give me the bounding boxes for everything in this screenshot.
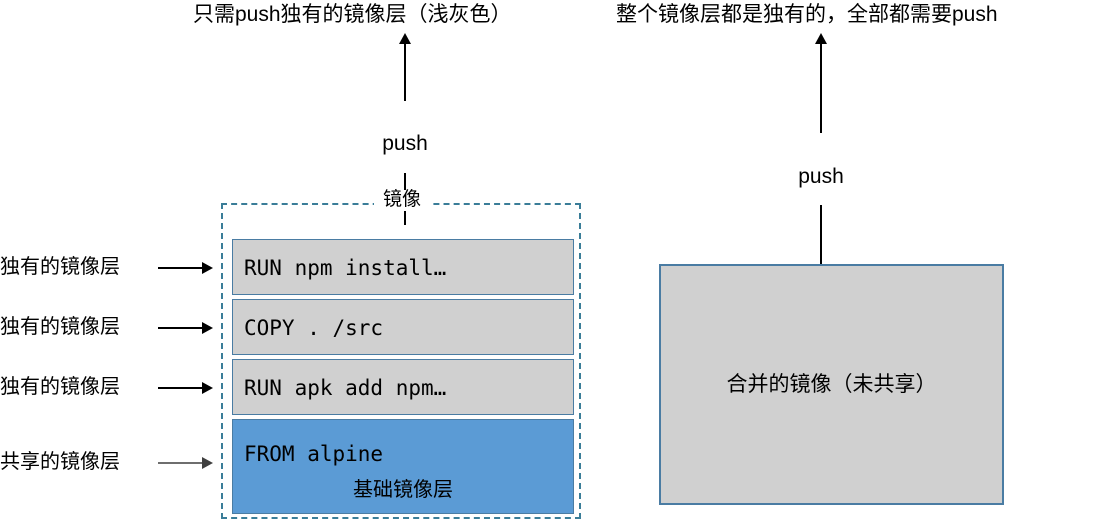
- arrow-head-icon: [202, 262, 213, 274]
- arrow-head-icon: [202, 457, 213, 469]
- arrow-head-icon: [399, 33, 411, 44]
- layer-command-text: COPY . /src: [244, 316, 384, 340]
- arrow-shaft-upper: [404, 43, 406, 101]
- callout-arrow-1: [158, 262, 213, 274]
- callout-label-unique-layer-2: 独有的镜像层: [0, 316, 120, 338]
- layer-box-copy-src: COPY . /src: [232, 299, 574, 355]
- merged-image-box: 合并的镜像（未共享）: [659, 264, 1004, 505]
- layer-box-run-apk-add-npm: RUN apk add npm…: [232, 359, 574, 415]
- right-panel-title: 整个镜像层都是独有的，全部都需要push: [616, 3, 998, 26]
- arrow-shaft: [158, 387, 206, 389]
- right-push-arrow: push: [761, 33, 881, 295]
- callout-arrow-4: [158, 457, 213, 469]
- layer-command-text: RUN npm install…: [244, 256, 447, 280]
- callout-label-unique-layer-3: 独有的镜像层: [0, 376, 120, 398]
- callout-label-unique-layer-1: 独有的镜像层: [0, 256, 120, 278]
- arrow-head-icon: [202, 382, 213, 394]
- callout-label-shared-layer: 共享的镜像层: [0, 451, 120, 473]
- base-layer-sublabel: 基础镜像层: [353, 479, 453, 501]
- arrow-head-icon: [202, 322, 213, 334]
- callout-arrow-3: [158, 382, 213, 394]
- layer-command-text: FROM alpine: [244, 442, 384, 466]
- left-push-label: push: [382, 132, 428, 155]
- callout-arrow-2: [158, 322, 213, 334]
- arrow-shaft: [158, 462, 206, 464]
- layer-box-from-alpine: FROM alpine 基础镜像层: [232, 419, 574, 514]
- left-push-arrow: push: [345, 33, 465, 225]
- layer-command-text: RUN apk add npm…: [244, 376, 447, 400]
- arrow-shaft: [158, 327, 206, 329]
- arrow-shaft-lower: [820, 205, 822, 295]
- right-push-label: push: [798, 165, 844, 188]
- arrow-shaft-upper: [820, 43, 822, 133]
- left-panel-title: 只需push独有的镜像层（浅灰色）: [193, 3, 512, 26]
- merged-image-label: 合并的镜像（未共享）: [726, 373, 937, 396]
- image-container-label: 镜像: [374, 189, 431, 211]
- layer-box-run-npm-install: RUN npm install…: [232, 239, 574, 295]
- arrow-shaft: [158, 267, 206, 269]
- arrow-head-icon: [815, 33, 827, 44]
